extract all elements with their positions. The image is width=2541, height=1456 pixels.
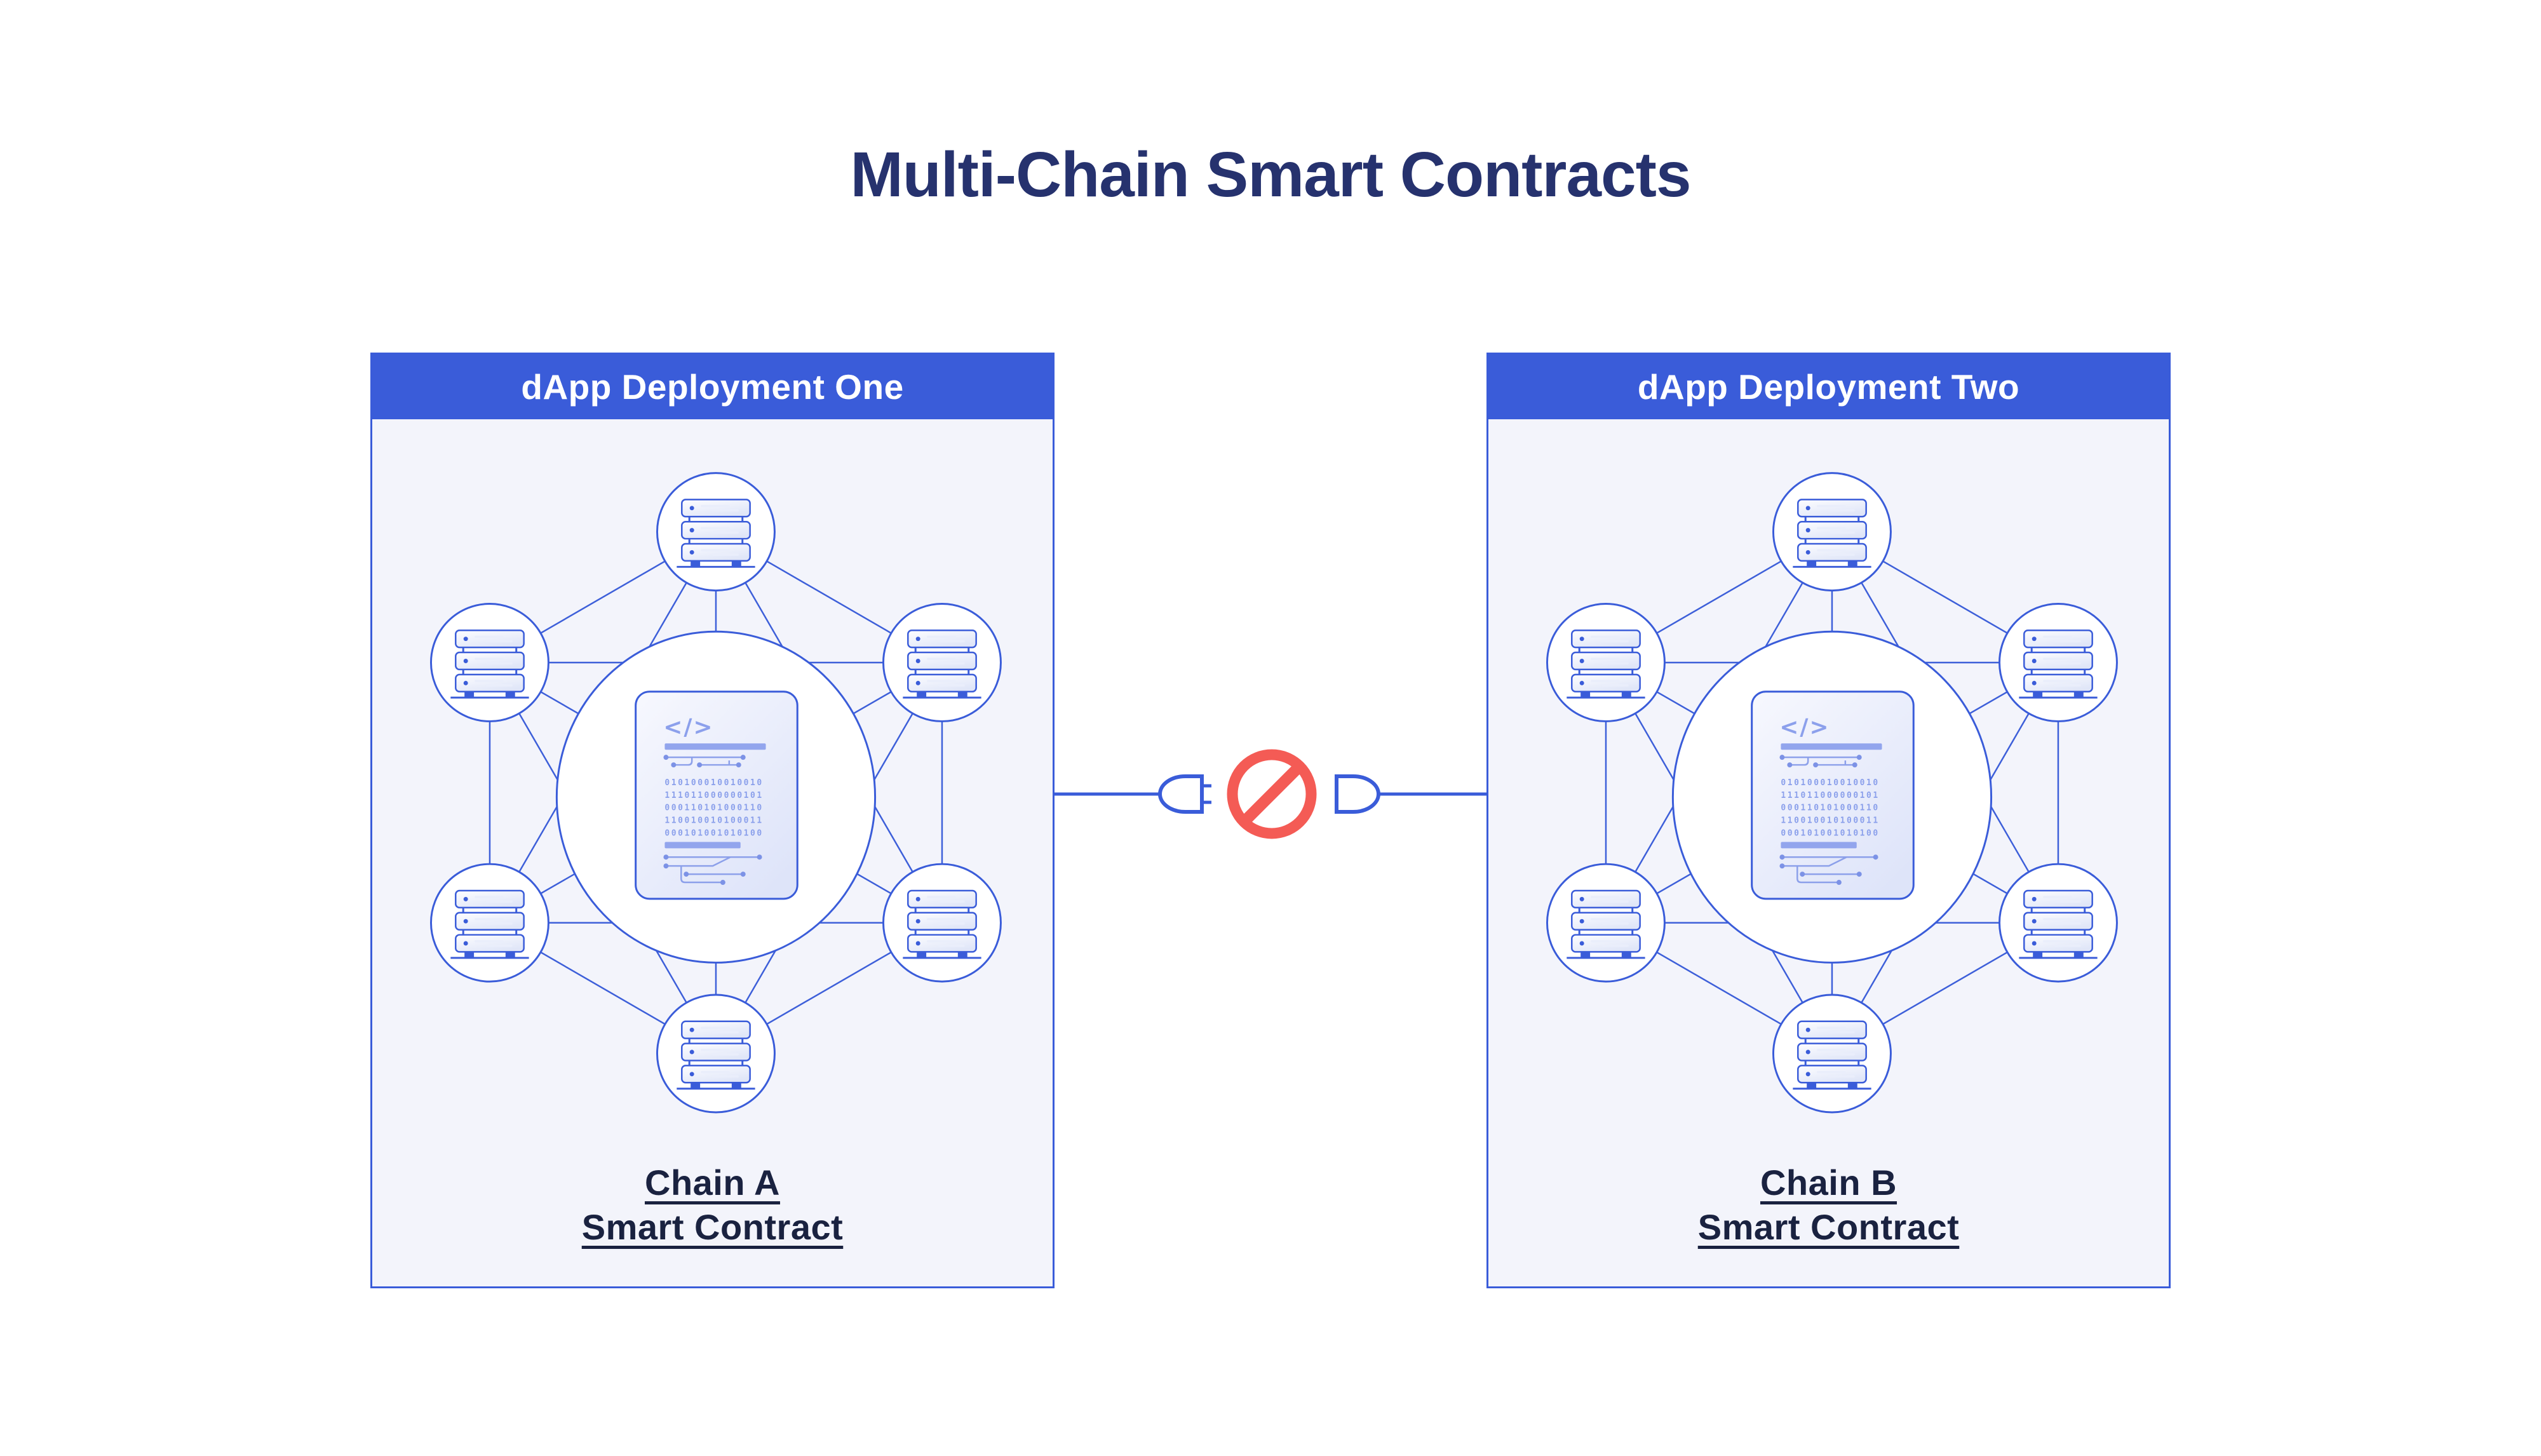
network-diagram-chain-b: [1488, 419, 2169, 1124]
no-entry-icon: [1227, 749, 1317, 839]
panel-two-header: dApp Deployment Two: [1488, 354, 2169, 419]
panel-one-header-label: dApp Deployment One: [521, 367, 904, 407]
chain-a-name: Chain A: [645, 1163, 780, 1203]
chain-b-contract: Smart Contract: [1697, 1207, 1960, 1247]
plug-icon: [1158, 774, 1204, 814]
chain-b-name: Chain B: [1760, 1163, 1897, 1203]
chain-b-label: Chain B Smart Contract: [1488, 1161, 2169, 1250]
network-diagram-chain-a: [372, 419, 1053, 1124]
chain-a-label: Chain A Smart Contract: [372, 1161, 1053, 1250]
panel-two-header-label: dApp Deployment Two: [1637, 367, 2020, 407]
panel-deployment-one: dApp Deployment One Chain A Smart Contra…: [370, 353, 1055, 1288]
page-title: Multi-Chain Smart Contracts: [850, 139, 1691, 210]
panel-one-header: dApp Deployment One: [372, 354, 1053, 419]
panel-deployment-two: dApp Deployment Two Chain B Smart Contra…: [1486, 353, 2171, 1288]
plug-prongs: [1202, 784, 1211, 804]
broken-connection: [1055, 749, 1486, 839]
socket-icon: [1335, 774, 1380, 814]
chain-a-contract: Smart Contract: [581, 1207, 844, 1247]
